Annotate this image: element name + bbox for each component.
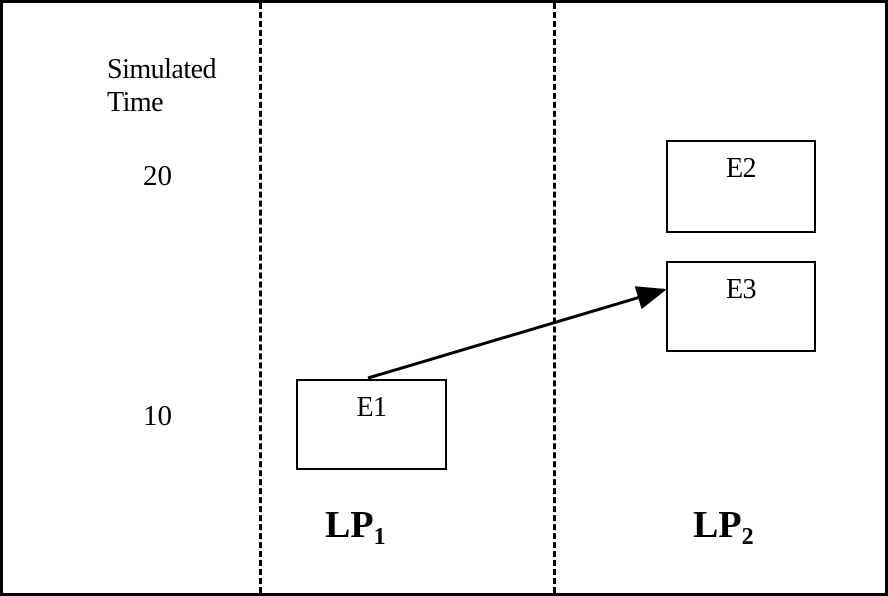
- time-axis-title-line2: Time: [107, 87, 164, 118]
- event-box-e2: E2: [666, 140, 816, 233]
- time-tick-20: 20: [143, 160, 172, 192]
- lp2-label: LP2: [693, 503, 754, 552]
- event-box-e3: E3: [666, 261, 816, 352]
- event-box-e1: E1: [296, 379, 447, 470]
- lp1-label-main: LP: [325, 504, 374, 546]
- lp-divider-left: [259, 3, 262, 593]
- event-label-e3: E3: [725, 274, 757, 305]
- lp1-label: LP1: [325, 503, 386, 552]
- time-tick-10: 10: [143, 400, 172, 432]
- time-axis-title-line1: Simulated: [107, 54, 217, 85]
- lp2-label-subscript: 2: [741, 524, 754, 550]
- lp1-label-subscript: 1: [373, 524, 386, 550]
- lp-divider-right: [553, 3, 556, 593]
- event-label-e1: E1: [356, 392, 387, 423]
- time-axis-title: Simulated Time: [107, 53, 217, 119]
- event-label-e2: E2: [725, 153, 757, 184]
- lp2-label-main: LP: [693, 504, 742, 546]
